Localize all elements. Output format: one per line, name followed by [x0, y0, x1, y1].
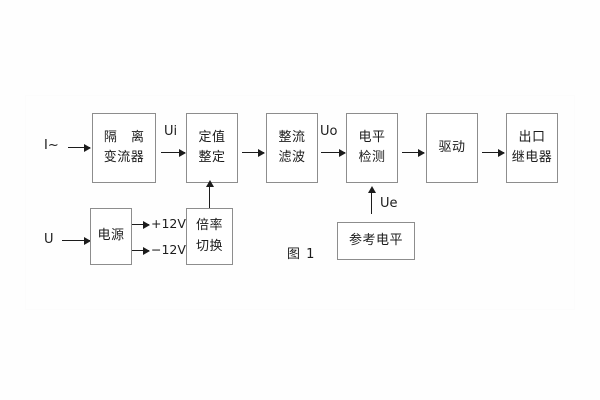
block-output-relay-line1: 出口: [518, 129, 546, 145]
block-drive[interactable]: 驱动: [426, 113, 478, 183]
block-power-supply-line1: 电源: [97, 228, 125, 244]
block-level-detect[interactable]: 电平 检测: [346, 113, 398, 183]
block-isolation-ct-line2: 变流器: [103, 150, 145, 165]
block-rectify-filter-line2: 滤波: [278, 150, 306, 165]
arrow-reference-to-level-detect: [367, 186, 376, 214]
block-isolation-ct-line1: 隔 离: [103, 129, 150, 145]
block-rectify-filter-line1: 整流: [278, 129, 306, 145]
figure-caption: 图 1: [287, 247, 316, 262]
block-setting[interactable]: 定值 整定: [186, 113, 238, 183]
arrow-isolation-to-setting: [161, 148, 186, 157]
arrow-drive-to-output-relay: [482, 148, 505, 157]
arrow-ratio-switch-to-setting: [205, 180, 214, 208]
block-level-detect-line2: 检测: [358, 150, 386, 165]
block-ratio-switch-line1: 倍率: [195, 218, 223, 234]
arrow-plus12v: [132, 220, 150, 229]
block-ratio-switch[interactable]: 倍率 切换: [186, 208, 233, 265]
block-drive-line1: 驱动: [438, 139, 466, 155]
signal-ui-label: Ui: [164, 124, 178, 139]
signal-ue-label: Ue: [380, 196, 398, 211]
block-level-detect-line1: 电平: [358, 129, 386, 145]
block-setting-line1: 定值: [198, 129, 226, 145]
block-isolation-ct[interactable]: 隔 离 变流器: [92, 113, 156, 183]
block-reference-level-line1: 参考电平: [348, 232, 403, 248]
signal-minus12v-label: −12V: [151, 242, 186, 257]
signal-uo-label: Uo: [320, 124, 338, 139]
input-current-label: I~: [44, 138, 59, 153]
arrow-setting-to-rectify: [242, 148, 265, 157]
block-setting-line2: 整定: [198, 150, 226, 165]
arrow-level-detect-to-drive: [402, 148, 425, 157]
arrow-voltage-to-power-supply: [62, 236, 91, 245]
arrow-current-to-isolation: [68, 143, 91, 152]
block-reference-level[interactable]: 参考电平: [337, 222, 415, 260]
arrow-rectify-to-level-detect: [321, 148, 346, 157]
arrow-minus12v: [132, 246, 150, 255]
block-output-relay-line2: 继电器: [511, 150, 553, 165]
input-voltage-label: U: [44, 232, 54, 247]
block-output-relay[interactable]: 出口 继电器: [506, 113, 558, 183]
block-rectify-filter[interactable]: 整流 滤波: [266, 113, 318, 183]
signal-plus12v-label: +12V: [151, 216, 186, 231]
block-ratio-switch-line2: 切换: [195, 238, 223, 254]
block-power-supply[interactable]: 电源: [90, 208, 132, 265]
